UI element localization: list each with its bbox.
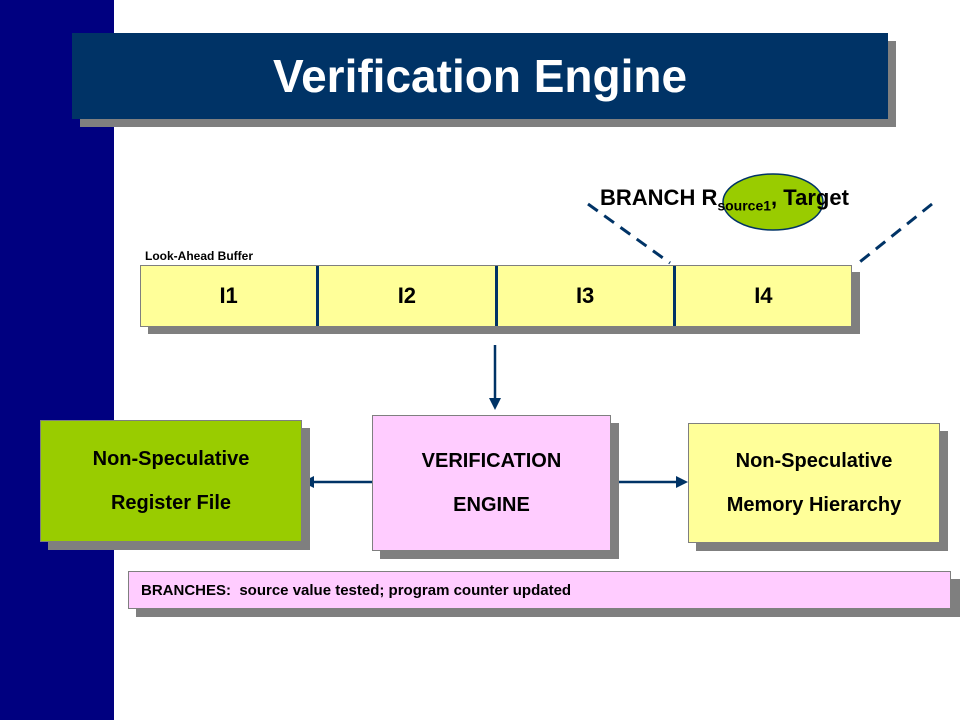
engine-line1: VERIFICATION <box>421 450 562 472</box>
memory-line1: Non-Speculative <box>735 450 893 472</box>
arrowhead-right <box>676 476 688 488</box>
memory-line2: Memory Hierarchy <box>726 494 902 516</box>
buffer-cell-i1: I1 <box>141 266 320 326</box>
branches-note: BRANCHES: source value tested; program c… <box>128 571 951 609</box>
branch-separator: , <box>771 185 778 210</box>
buffer-cell-i2: I2 <box>319 266 498 326</box>
dashed-line-left <box>587 202 671 265</box>
engine-line2: ENGINE <box>453 494 530 516</box>
buffer-cell-i4: I4 <box>754 283 773 308</box>
buffer-cell-i3: I3 <box>498 266 676 326</box>
register-file-box: Non-Speculative Register File <box>40 420 302 542</box>
arrowhead-down <box>489 398 501 410</box>
verification-engine-box: VERIFICATION ENGINE <box>372 415 611 551</box>
register-highlight-ellipse <box>722 173 824 231</box>
memory-hierarchy-box: Non-Speculative Memory Hierarchy <box>688 423 940 543</box>
branch-target: Target <box>783 185 849 210</box>
branch-register-subscript: source1 <box>717 197 772 214</box>
branch-register: Rsource1 <box>701 185 772 214</box>
dashed-line-right <box>855 202 933 267</box>
register-file-line1: Non-Speculative <box>92 448 250 470</box>
title-banner: Verification Engine <box>72 33 888 119</box>
branch-instruction: BRANCH Rsource1, Target <box>600 185 849 213</box>
branch-opcode: BRANCH <box>600 185 696 210</box>
page-title: Verification Engine <box>272 50 688 102</box>
register-file-line2: Register File <box>110 492 232 514</box>
look-ahead-buffer: I1 I2 I3 I4 <box>140 265 852 327</box>
buffer-label: Look-Ahead Buffer <box>145 249 253 263</box>
